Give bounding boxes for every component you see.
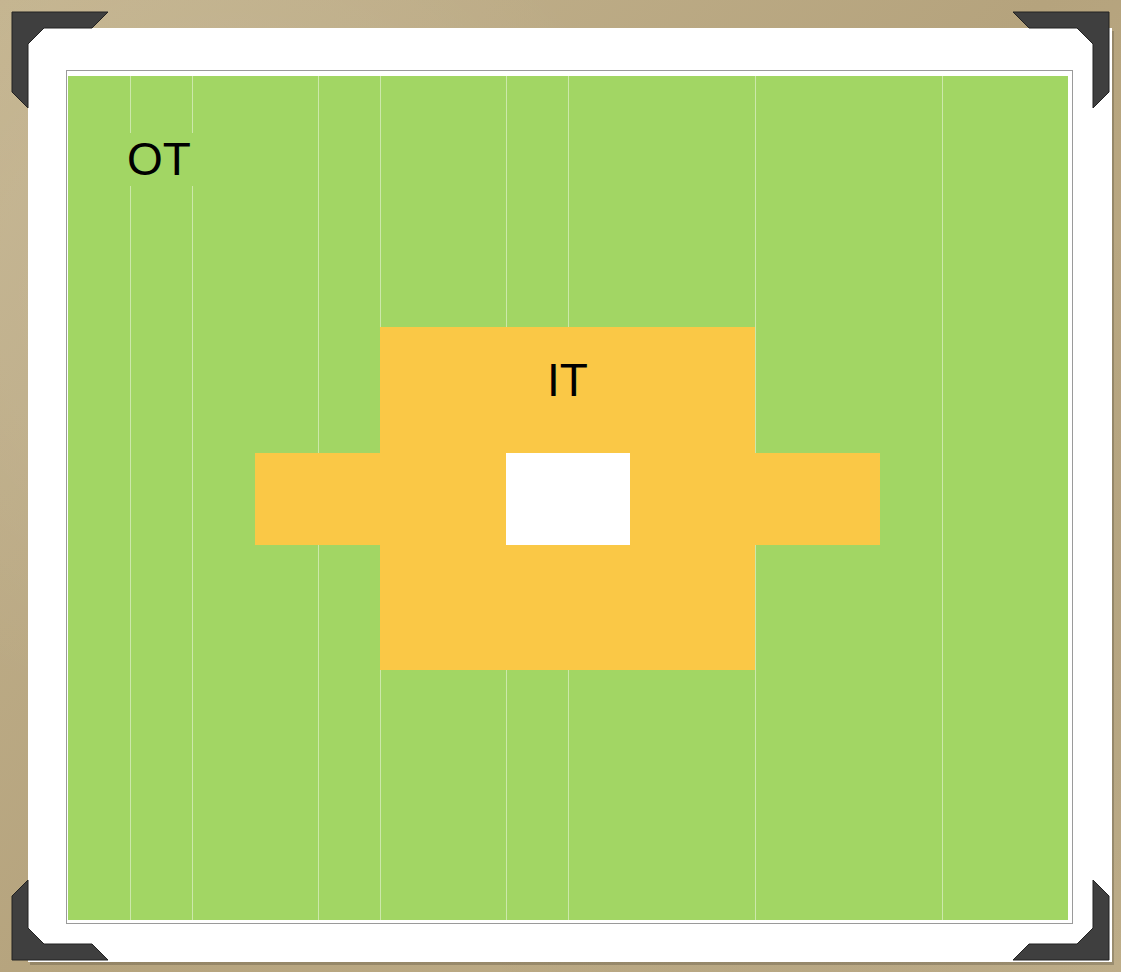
- corner-bracket: [12, 880, 108, 960]
- region-label: IT: [545, 354, 590, 407]
- region-label: OT: [125, 133, 193, 186]
- inner-region: IT: [255, 327, 880, 670]
- frame-mat: [28, 28, 1112, 962]
- outer-region-fill: [68, 76, 1068, 920]
- inner-region-fill: [255, 327, 880, 670]
- core-hole: [506, 453, 630, 545]
- frame-shadow: [30, 31, 1114, 965]
- grid-line: [192, 76, 193, 920]
- corner-bracket: [12, 12, 108, 108]
- corner-bracket: [1013, 880, 1109, 960]
- grid-line: [942, 76, 943, 920]
- grid-line: [130, 76, 131, 920]
- corner-bracket: [1013, 12, 1109, 108]
- outer-region: OT IT: [68, 76, 1068, 920]
- frame-inner-line: [67, 71, 1073, 924]
